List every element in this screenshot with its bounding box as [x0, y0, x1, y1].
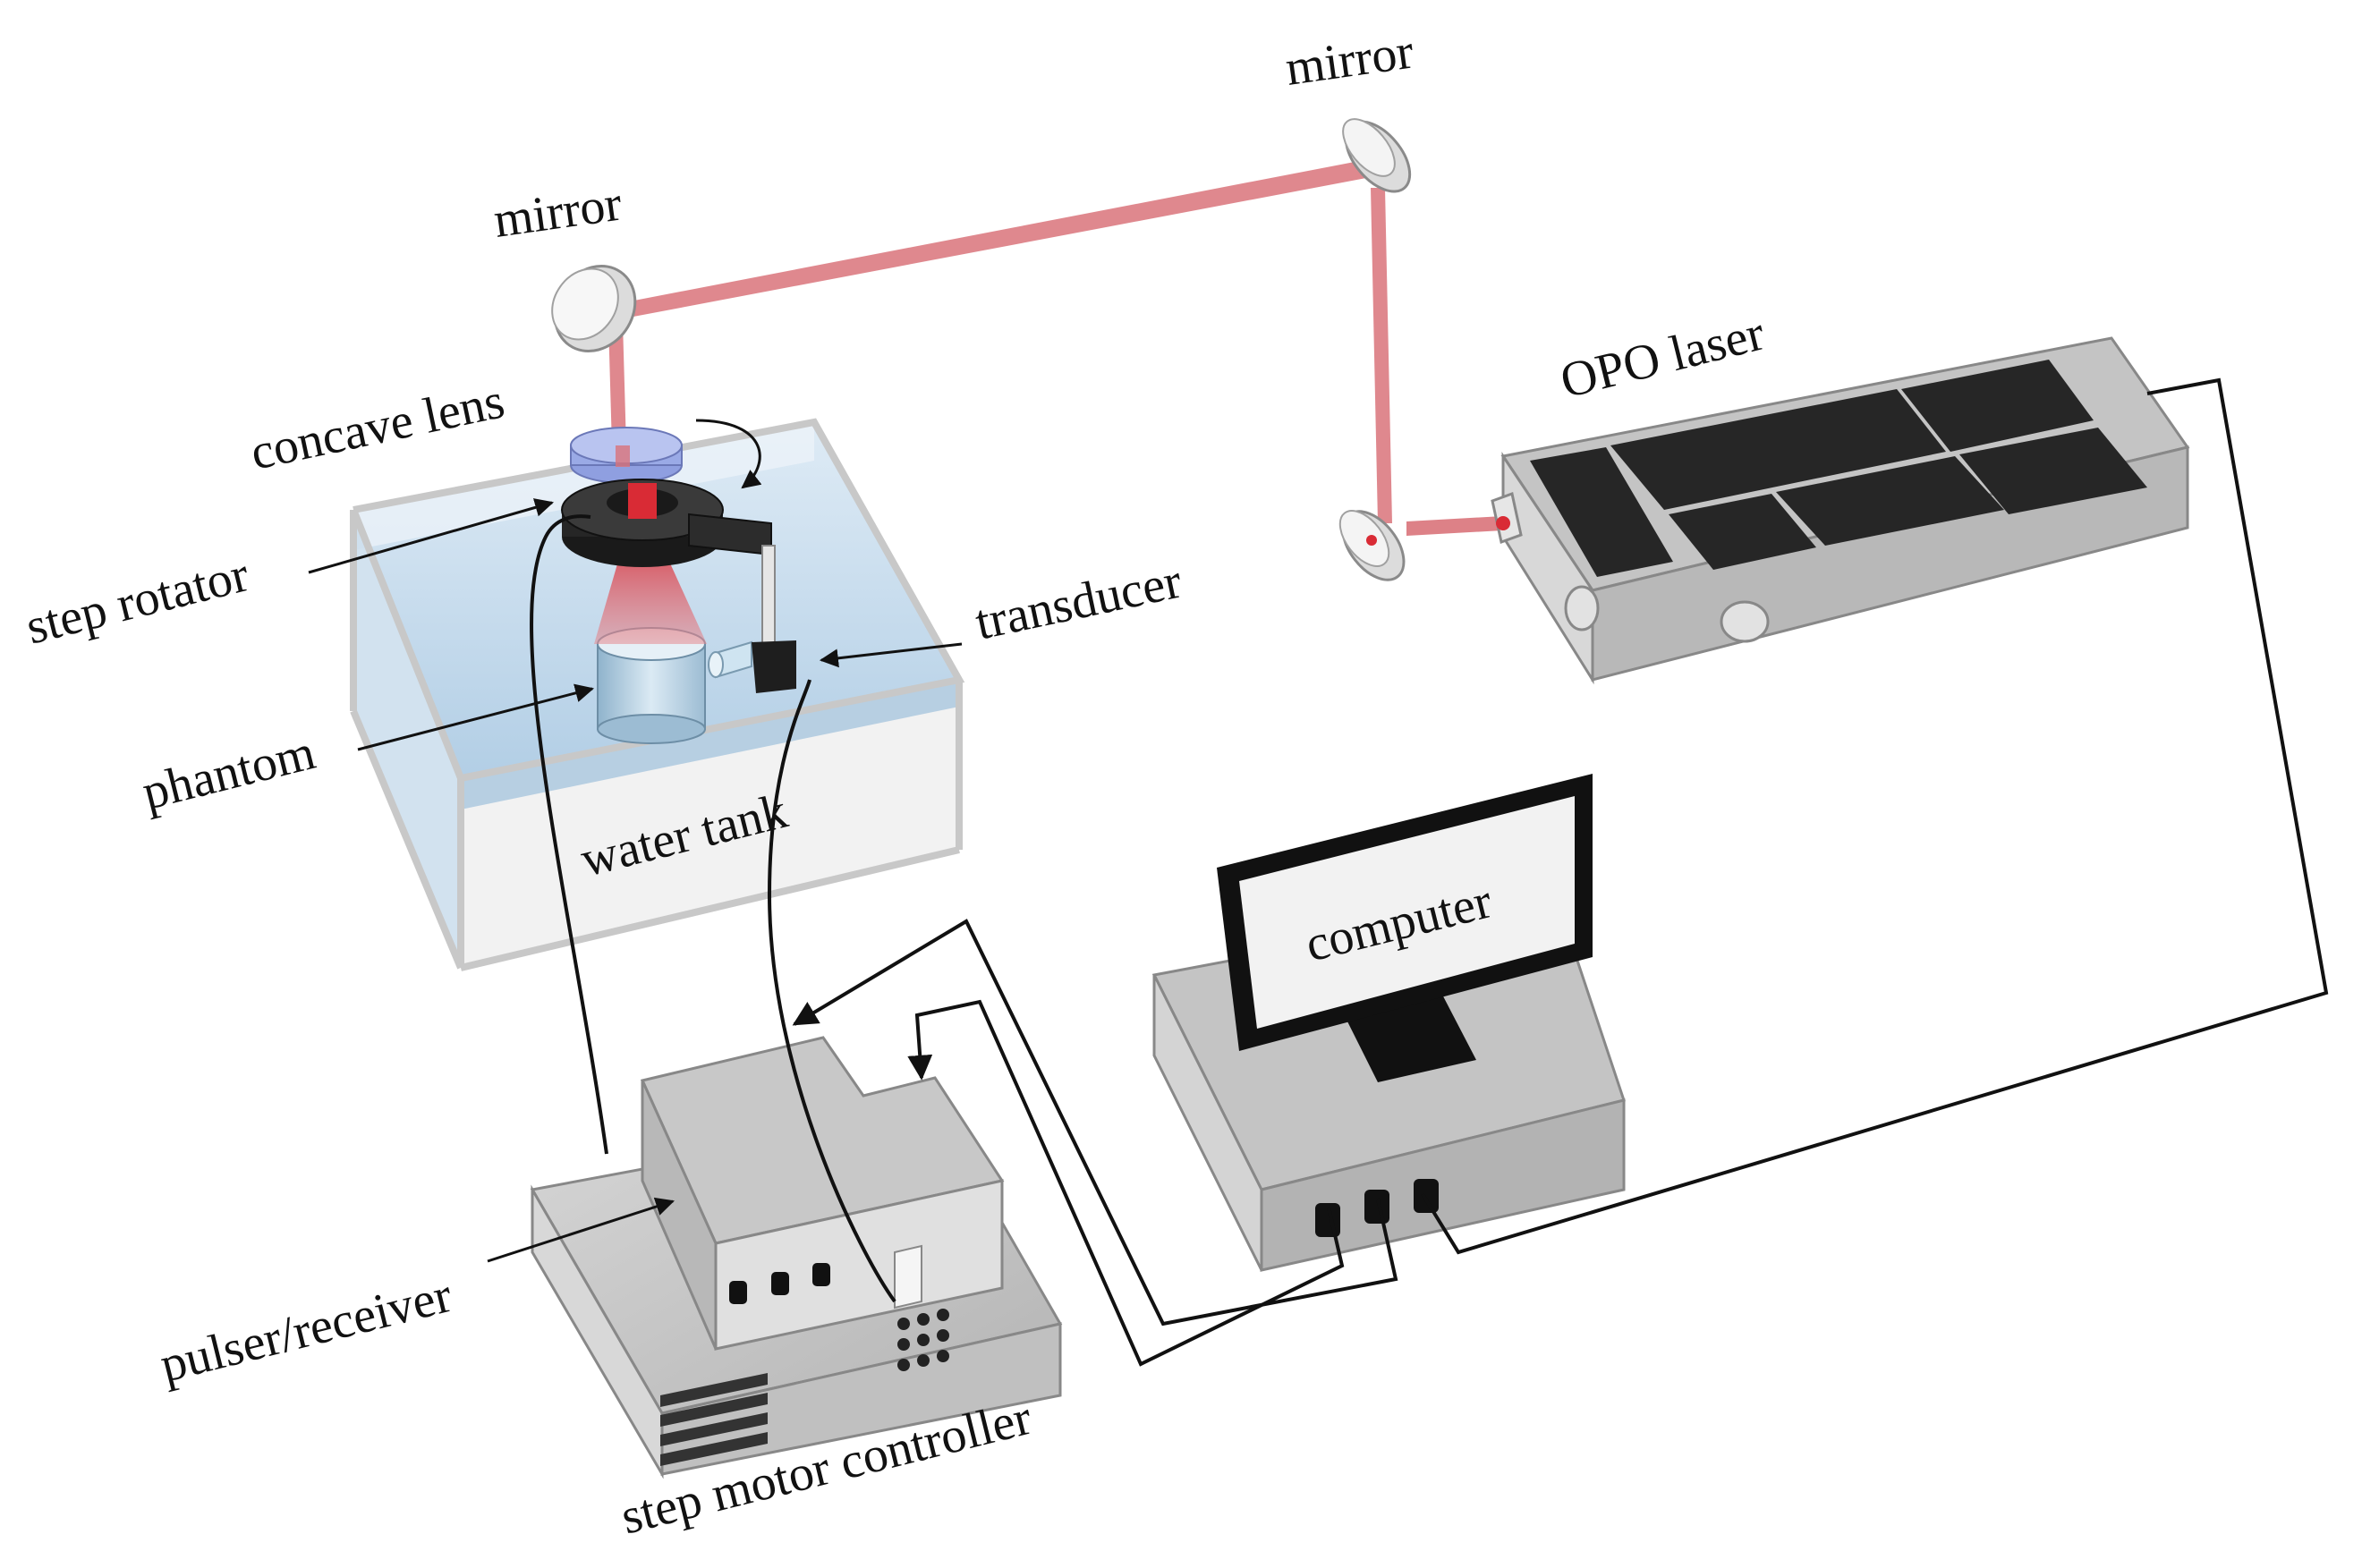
mirror-bottom-right: [1338, 510, 1406, 581]
label-opo-laser: OPO laser: [1555, 305, 1770, 409]
label-mirror-left: mirror: [490, 176, 625, 249]
label-transducer: transducer: [971, 554, 1186, 651]
label-phantom: phantom: [137, 725, 320, 821]
mirror-top-right: [1342, 118, 1412, 193]
diverging-beam: [594, 546, 707, 644]
pulser-receiver-and-controller: [530, 1036, 1063, 1479]
label-concave-lens: concave lens: [246, 373, 509, 480]
transducer: [708, 640, 796, 693]
phantom: [597, 627, 706, 744]
cables: [530, 377, 2329, 1367]
laser-beam: [608, 157, 1503, 536]
label-mirror-top: mirror: [1282, 24, 1417, 97]
rotation-arrow: [695, 419, 762, 489]
opo-laser: [1491, 336, 2190, 685]
label-pulser-receiver: pulser/receiver: [155, 1267, 457, 1394]
step-rotator: [561, 479, 776, 652]
mirror-left: [551, 264, 637, 353]
computer: [1151, 774, 1626, 1272]
pointer-arrows: [308, 498, 963, 1263]
concave-lens: [570, 427, 683, 484]
label-step-rotator: step rotator: [21, 547, 254, 656]
